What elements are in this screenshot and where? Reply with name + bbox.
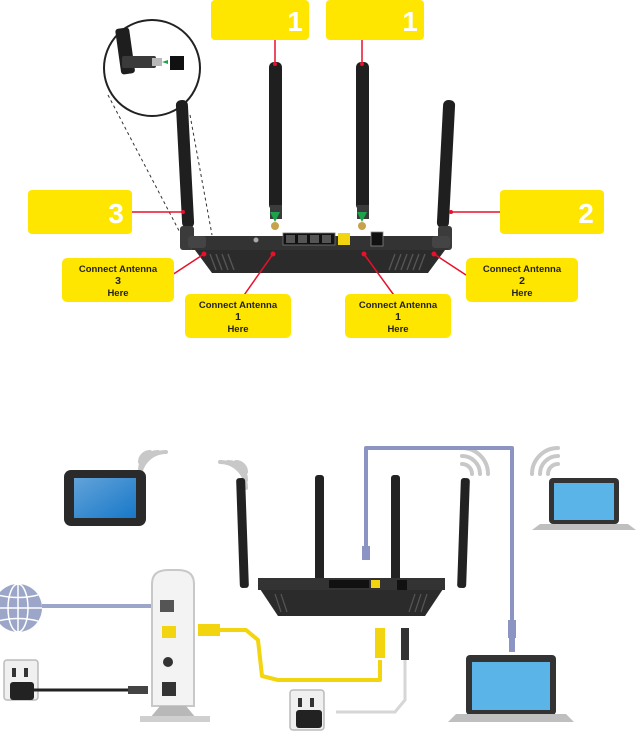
laptop-icon (448, 655, 574, 722)
router-power-cable (336, 628, 409, 712)
wifi-signal-icon (532, 448, 558, 474)
antenna-center-left (269, 62, 282, 219)
label-line1: Connect Antenna (483, 264, 562, 275)
callout-number: 2 (578, 198, 594, 229)
label-line2: Here (387, 324, 408, 335)
power-outlet-icon (4, 660, 38, 700)
blue-ethernet-cable (362, 448, 516, 652)
label-line2: Here (227, 324, 248, 335)
wifi-signal-icon (462, 448, 488, 474)
callout-antenna-1-left: 1 (211, 0, 309, 66)
callout-antenna-1-right: 1 (326, 0, 424, 66)
callout-number: 1 (287, 6, 303, 37)
label-number: 3 (115, 275, 121, 287)
yellow-ethernet-cable (198, 624, 385, 680)
callout-antenna-2: 2 (449, 190, 604, 234)
connect-antenna-3-label: Connect Antenna 3 Here (62, 252, 207, 303)
modem-icon (140, 570, 210, 722)
callout-number: 1 (402, 6, 418, 37)
router-icon (236, 475, 470, 616)
antenna-right (437, 100, 456, 250)
power-outlet-icon (290, 690, 324, 730)
connect-antenna-2-label: Connect Antenna 2 Here (432, 252, 579, 303)
label-line2: Here (107, 288, 128, 299)
label-number: 1 (395, 311, 401, 323)
label-number: 2 (519, 275, 525, 287)
internet-globe-icon (0, 584, 42, 632)
label-line1: Connect Antenna (359, 300, 438, 311)
callout-number: 3 (108, 198, 124, 229)
laptop-icon (532, 478, 636, 530)
label-number: 1 (235, 311, 241, 323)
label-line1: Connect Antenna (199, 300, 278, 311)
tablet-icon (64, 470, 146, 526)
antenna-center-right (356, 62, 369, 219)
label-line2: Here (511, 288, 532, 299)
label-line1: Connect Antenna (79, 264, 158, 275)
router-rear-view (188, 222, 450, 273)
